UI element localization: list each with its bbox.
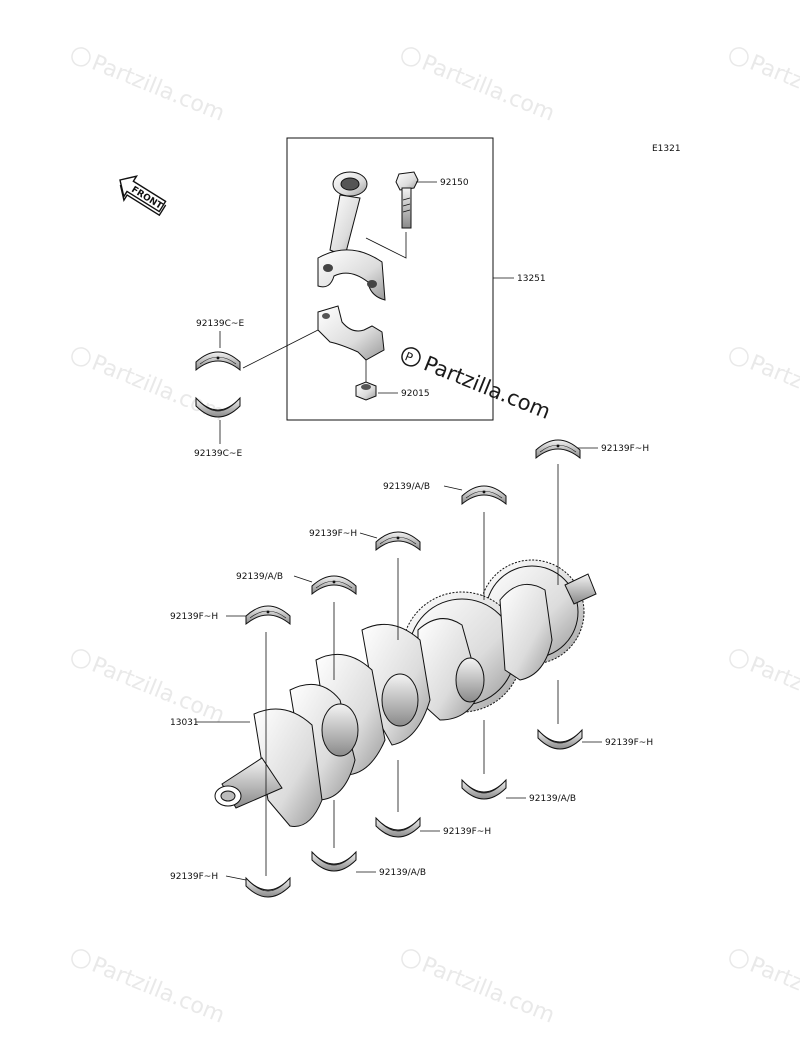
label-92139fh-b1: 92139F~H: [443, 827, 491, 837]
watermark-text: Partzilla.com: [746, 51, 800, 127]
crankshaft: [214, 559, 597, 827]
connecting-rod-cap: [317, 305, 385, 361]
diagram-code: E1321: [652, 144, 681, 154]
label-92139fh-r1: 92139F~H: [601, 444, 649, 454]
main-bearing-upper: [535, 439, 581, 459]
watermark-text: Partzilla.com: [746, 653, 800, 729]
rod-bolt: [395, 171, 419, 229]
main-bearing-upper: [461, 485, 507, 505]
connecting-rod: [317, 171, 386, 301]
main-bearing-lower: [375, 817, 421, 838]
label-92139ab-b3: 92139/A/B: [379, 868, 426, 878]
main-bearing-lower: [537, 729, 583, 750]
label-92139ce-bot: 92139C~E: [194, 449, 242, 459]
label-92150: 92150: [440, 178, 469, 188]
label-92139fh-r2: 92139F~H: [605, 738, 653, 748]
main-bearing-upper: [375, 531, 421, 551]
main-bearing-lower: [311, 851, 357, 872]
label-92139ab-1: 92139/A/B: [383, 482, 430, 492]
main-bearing-lower: [245, 877, 291, 898]
con-rod-assembly-box: [286, 137, 494, 421]
center-watermark: P Partzilla.com: [401, 347, 554, 424]
main-bearing-lower: [461, 779, 507, 800]
main-bearing-upper: [311, 575, 357, 595]
watermark-text: Partzilla.com: [418, 953, 558, 1029]
svg-text:Partzilla.com: Partzilla.com: [420, 351, 554, 424]
watermark-text: Partzilla.com: [746, 953, 800, 1029]
label-92139ce-top: 92139C~E: [196, 319, 244, 329]
main-bearing-upper: [245, 605, 291, 625]
front-arrow-icon: FRONT: [119, 175, 167, 217]
label-92015: 92015: [401, 389, 430, 399]
label-92139ab-r3: 92139/A/B: [529, 794, 576, 804]
label-13251: 13251: [517, 274, 546, 284]
label-92139fh-4: 92139F~H: [170, 612, 218, 622]
watermark-text: Partzilla.com: [88, 51, 228, 127]
rod-bearing-upper: [195, 351, 241, 371]
label-92139ab-3: 92139/A/B: [236, 572, 283, 582]
watermark-text: Partzilla.com: [88, 653, 228, 729]
label-13031: 13031: [170, 718, 199, 728]
watermark-text: Partzilla.com: [418, 51, 558, 127]
label-92139fh-2: 92139F~H: [309, 529, 357, 539]
svg-text:P: P: [403, 349, 415, 365]
label-92139fh-b2: 92139F~H: [170, 872, 218, 882]
watermark-text: Partzilla.com: [746, 351, 800, 427]
watermark-text: Partzilla.com: [88, 953, 228, 1029]
rod-nut: [355, 381, 377, 401]
